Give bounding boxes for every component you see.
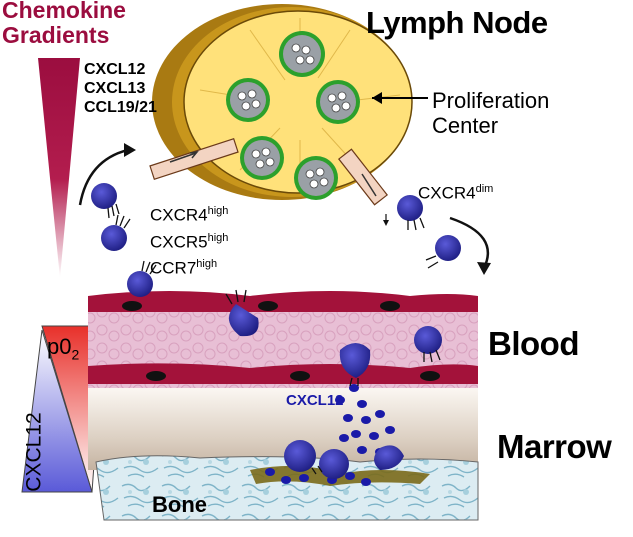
- b-cell: [425, 235, 461, 269]
- cxcl12-marrow-label: CXCL12: [286, 392, 344, 409]
- proliferation-center: [226, 31, 360, 200]
- b-cell: [414, 326, 442, 363]
- bone-label: Bone: [152, 492, 207, 517]
- blood-label: Blood: [488, 325, 579, 362]
- proliferation-arrow: [372, 92, 428, 104]
- cxcl12-ligands: [265, 384, 395, 486]
- b-cell: [101, 214, 131, 251]
- b-cell: [225, 289, 259, 337]
- marrow-label: Marrow: [497, 428, 612, 465]
- receptor-item: CXCR4high: [150, 205, 229, 225]
- chemokine-item: CCL19/21: [84, 99, 157, 116]
- cxcl12-gradient-label: CXCL12: [22, 412, 46, 492]
- b-cell: [397, 195, 425, 231]
- cxcl12-gradient-triangle: [21, 329, 93, 493]
- proliferation-center-label: Proliferation Center: [432, 88, 550, 138]
- b-cell: [284, 440, 404, 479]
- receptor-dim-label: CXCR4dim: [418, 183, 494, 203]
- receptor-item: CXCR5high: [150, 231, 229, 252]
- lymph-node: [149, 4, 413, 206]
- b-cell: [91, 183, 120, 219]
- receptor-high-list: CXCR4high CXCR5high CCR7high: [150, 200, 228, 280]
- chemokine-item: CXCL13: [84, 80, 146, 97]
- chemokine-item: CXCL12: [84, 61, 146, 78]
- lymph-node-title: Lymph Node: [366, 5, 548, 40]
- chemokine-gradients-title: Chemokine Gradients: [2, 0, 126, 48]
- migration-arrow-right: [449, 216, 490, 269]
- b-cell: [127, 260, 157, 297]
- chemokine-list: CXCL12 CXCL13 CCL19/21: [84, 60, 157, 117]
- chemokine-gradient-triangle: [38, 58, 80, 278]
- b-cell: [339, 343, 371, 387]
- po2-label: p02: [47, 334, 80, 363]
- blood-vessel: [88, 291, 478, 388]
- receptor-item: CCR7high: [150, 258, 218, 278]
- migration-arrow-left: [78, 148, 129, 206]
